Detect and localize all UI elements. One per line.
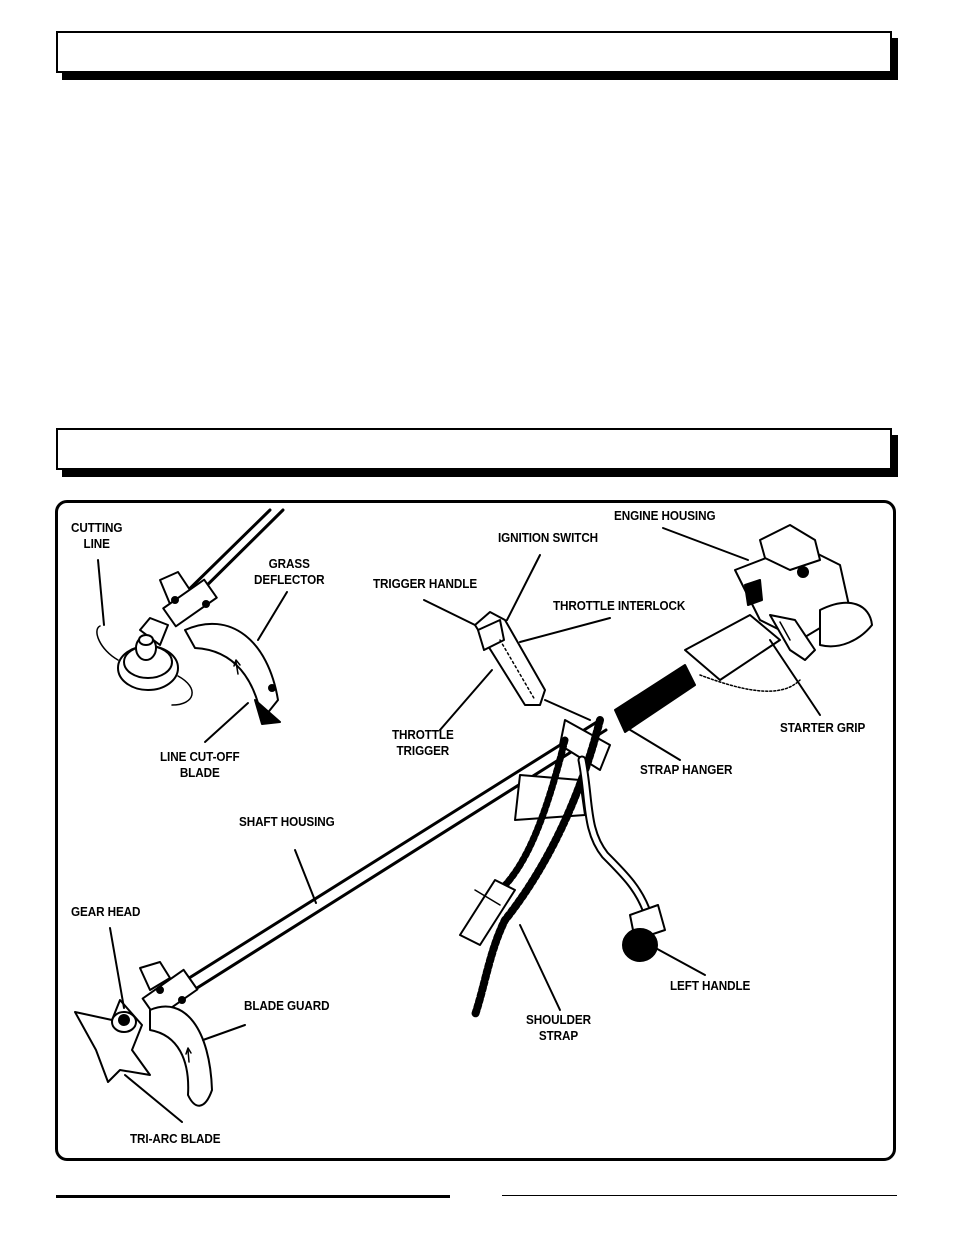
label-line-cutoff-blade: LINE CUT-OFF BLADE: [160, 749, 240, 780]
trimmer-head-inset: [96, 508, 285, 725]
header-box-top: [56, 31, 892, 73]
left-handle: [577, 755, 666, 962]
label-starter-grip: STARTER GRIP: [780, 720, 866, 735]
label-tri-arc-blade: TRI-ARC BLADE: [130, 1131, 221, 1146]
footer-rule-left: [56, 1195, 450, 1198]
label-engine-housing: ENGINE HOUSING: [614, 508, 716, 523]
shoulder-strap: [459, 716, 611, 1019]
label-cutting-line: CUTTING LINE: [71, 520, 123, 551]
label-gear-head: GEAR HEAD: [71, 904, 141, 919]
label-left-handle: LEFT HANDLE: [670, 978, 751, 993]
label-throttle-trigger: THROTTLE TRIGGER: [392, 727, 454, 758]
label-shoulder-strap: SHOULDER STRAP: [526, 1012, 591, 1043]
trigger-handle: [474, 611, 591, 721]
label-strap-hanger: STRAP HANGER: [640, 762, 733, 777]
shaft: [168, 718, 608, 1002]
label-ignition-switch: IGNITION SWITCH: [498, 530, 599, 545]
label-throttle-interlock: THROTTLE INTERLOCK: [553, 598, 686, 613]
label-grass-deflector: GRASS DEFLECTOR: [254, 556, 325, 587]
footer-rule-right: [502, 1195, 897, 1196]
blade-assembly: [74, 961, 213, 1107]
label-shaft-housing: SHAFT HOUSING: [239, 814, 335, 829]
header-box-diagram: [56, 428, 892, 470]
label-trigger-handle: TRIGGER HANDLE: [373, 576, 478, 591]
engine: [684, 524, 873, 692]
label-blade-guard: BLADE GUARD: [244, 998, 330, 1013]
leader-lines: [97, 527, 821, 1123]
